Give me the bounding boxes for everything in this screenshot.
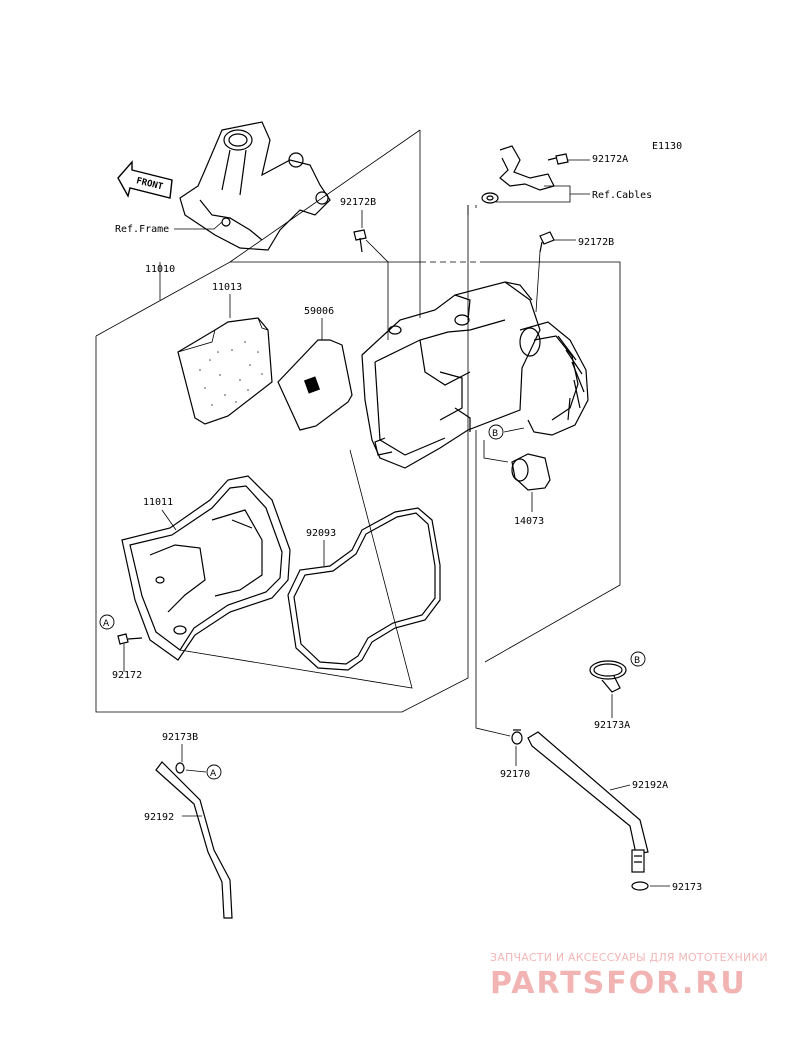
screw-92172	[117, 633, 143, 645]
part-92172B-top-label: 92172B	[340, 197, 376, 208]
part-92173-label: 92173	[672, 882, 702, 893]
kit-bracket-11010	[95, 129, 621, 713]
ref-cables-label: Ref.Cables	[592, 190, 652, 201]
diagram-code: E1130	[652, 141, 682, 152]
cable-guide	[481, 145, 555, 204]
bolt-92172B-top	[353, 229, 367, 253]
label-plate-59006	[277, 339, 353, 431]
clip-92170	[511, 729, 523, 745]
lower-case-11011	[121, 475, 291, 661]
clamp-92173	[631, 881, 649, 891]
frame-part	[179, 121, 331, 251]
part-92170-label: 92170	[500, 769, 530, 780]
clamp-92173A	[589, 660, 627, 693]
callout-a-hose-text: A	[210, 769, 217, 779]
front-arrow-icon: FRONT	[117, 160, 173, 199]
ref-frame-label: Ref.Frame	[115, 224, 169, 235]
watermark-tagline: ЗАПЧАСТИ И АКСЕССУАРЫ ДЛЯ МОТОТЕХНИКИ	[490, 951, 768, 964]
air-cleaner-housing	[361, 281, 589, 469]
callout-b-clamp: B	[630, 651, 646, 667]
callout-b-clamp-text: B	[634, 656, 640, 666]
callout-a-hose: A	[206, 764, 222, 780]
part-11011-label: 11011	[143, 497, 173, 508]
bolt-92172B-right	[539, 231, 555, 253]
callout-a-text: A	[103, 619, 110, 629]
hose-92192A	[527, 731, 649, 873]
hose-92192	[155, 761, 233, 919]
part-92192A-label: 92192A	[632, 780, 668, 791]
boot-14073	[511, 453, 551, 491]
part-14073-label: 14073	[514, 516, 544, 527]
part-92172-label: 92172	[112, 670, 142, 681]
watermark-logo: PARTSFOR.RU	[490, 966, 747, 1001]
part-92192-label: 92192	[144, 812, 174, 823]
gasket-92093	[287, 507, 441, 671]
part-92173B-label: 92173B	[162, 732, 198, 743]
bolt-92172A	[547, 153, 569, 165]
callout-b-text: B	[492, 429, 498, 439]
part-59006-label: 59006	[304, 306, 334, 317]
part-92093-label: 92093	[306, 528, 336, 539]
callout-a-case: A	[99, 614, 115, 630]
callout-b-housing: B	[488, 424, 504, 440]
part-92172B-right-label: 92172B	[578, 237, 614, 248]
filter-element-11013	[177, 317, 273, 425]
part-92173A-label: 92173A	[594, 720, 630, 731]
part-92172A-label: 92172A	[592, 154, 628, 165]
part-11013-label: 11013	[212, 282, 242, 293]
part-11010-label: 11010	[145, 264, 175, 275]
